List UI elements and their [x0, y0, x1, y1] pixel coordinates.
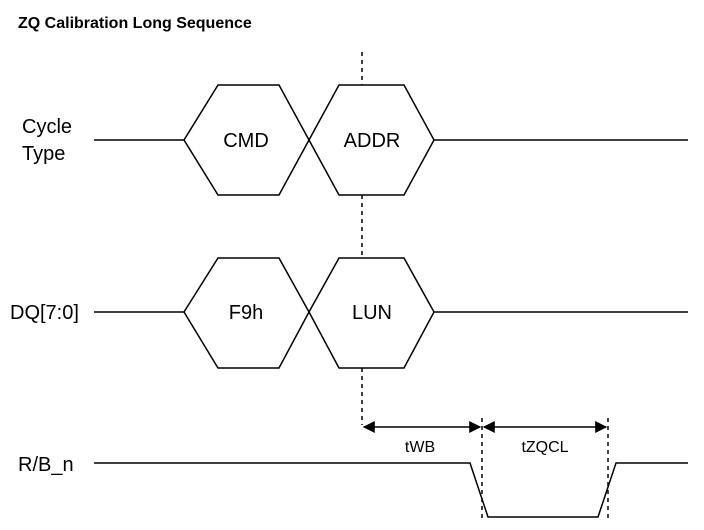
cmd-cell-label: CMD: [223, 130, 269, 152]
cycle-type-label-line1: Cycle: [22, 116, 72, 138]
addr-cell-label: ADDR: [344, 130, 401, 152]
cycle-type-label-line2: Type: [22, 143, 65, 165]
dq-label: DQ[7:0]: [10, 302, 79, 324]
twb-label: tWB: [405, 439, 435, 456]
lun-cell-label: LUN: [352, 302, 392, 324]
tzqcl-label: tZQCL: [521, 439, 568, 456]
rb-label: R/B_n: [18, 454, 74, 476]
diagram-title: ZQ Calibration Long Sequence: [18, 15, 252, 32]
rb-waveform: [94, 462, 688, 518]
f9h-cell-label: F9h: [229, 302, 263, 324]
